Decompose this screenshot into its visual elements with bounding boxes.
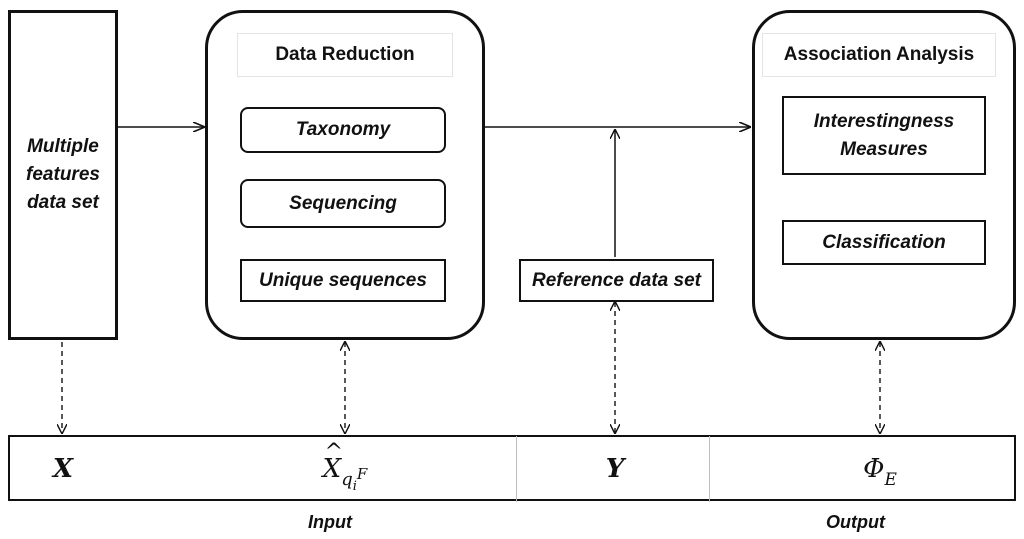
caption-input: Input (308, 512, 352, 532)
caption-output: Output (826, 512, 885, 532)
classification-step: Classification (782, 220, 986, 265)
bottom-bar-divider-2 (709, 436, 710, 502)
association-analysis-title: Association Analysis (762, 33, 996, 77)
cell-xhat: ^ XqiF (322, 440, 368, 494)
unique-sequences-step: Unique sequences (240, 259, 446, 302)
cell-x: X (52, 454, 74, 484)
data-reduction-title: Data Reduction (237, 33, 453, 77)
cell-phi: ΦE (863, 454, 897, 490)
xhat-hat: ^ (324, 440, 344, 465)
multiple-features-label: Multiple features data set (26, 136, 100, 213)
sequencing-step: Sequencing (240, 179, 446, 228)
interestingness-measures-step: Interestingness Measures (782, 96, 986, 175)
reference-data-set-box: Reference data set (519, 259, 714, 302)
cell-y: Y (605, 454, 625, 484)
bottom-bar-divider-1 (516, 436, 517, 502)
bottom-bar (8, 435, 1016, 501)
taxonomy-step: Taxonomy (240, 107, 446, 153)
multiple-features-box: Multiple features data set (8, 10, 118, 340)
